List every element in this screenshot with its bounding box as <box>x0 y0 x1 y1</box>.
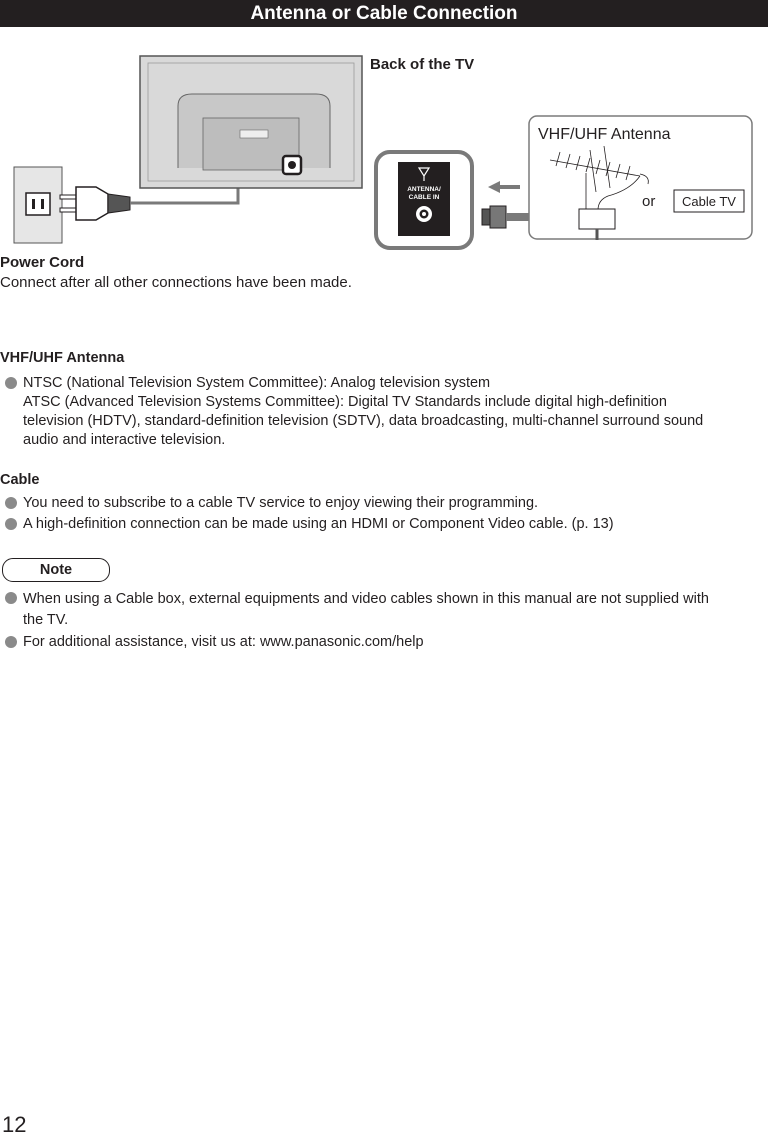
tv-back-icon <box>139 55 363 189</box>
cable-tv-label: Cable TV <box>682 194 736 209</box>
cable-item-text: You need to subscribe to a cable TV serv… <box>23 495 539 511</box>
antenna-section-title: VHF/UHF Antenna <box>0 350 125 366</box>
page-number: 12 <box>2 1112 27 1137</box>
note-item-line2: the TV. <box>23 612 69 628</box>
cable-section-title: Cable <box>0 472 40 488</box>
antenna-port-callout <box>374 150 474 250</box>
bullet-icon <box>5 592 17 604</box>
list-item: NTSC (National Television System Committ… <box>5 374 765 452</box>
arrow-left-icon <box>488 181 520 193</box>
note-label: Note <box>39 562 73 578</box>
coax-connector-icon <box>481 205 534 229</box>
cable-tv-box <box>673 189 745 213</box>
power-cord-text: Connect after all other connections have… <box>0 274 352 291</box>
antenna-item-line4: audio and interactive television. <box>23 432 226 448</box>
converter-box <box>578 208 616 230</box>
bullet-icon <box>5 636 17 648</box>
or-label: or <box>642 193 655 210</box>
bullet-icon <box>5 497 17 509</box>
list-item: When using a Cable box, external equipme… <box>5 589 765 633</box>
bullet-icon <box>5 377 17 389</box>
antenna-item-line1: NTSC (National Television System Committ… <box>23 375 491 391</box>
connection-diagram: ANTENNA/ CABLE IN Back of the TV VHF/UHF… <box>13 55 753 250</box>
port-label-line2: CABLE IN <box>409 194 440 201</box>
wall-outlet-icon <box>13 166 63 244</box>
port-label-line1: ANTENNA/ <box>407 186 441 193</box>
cable-item-text: A high-definition connection can be made… <box>23 516 614 532</box>
bullet-icon <box>5 518 17 530</box>
note-item-text: For additional assistance, visit us at: … <box>23 634 424 650</box>
list-item: You need to subscribe to a cable TV serv… <box>5 494 765 514</box>
list-item: A high-definition connection can be made… <box>5 515 765 535</box>
antenna-item-line2: ATSC (Advanced Television Systems Commit… <box>23 394 667 410</box>
page-header: Antenna or Cable Connection <box>0 0 768 27</box>
antenna-icon <box>549 145 649 211</box>
back-of-tv-label: Back of the TV <box>370 56 474 73</box>
list-item: For additional assistance, visit us at: … <box>5 633 765 653</box>
antenna-box-title: VHF/UHF Antenna <box>538 126 671 143</box>
note-badge: Note <box>2 558 110 582</box>
power-cord-title: Power Cord <box>0 254 85 271</box>
page-title: Antenna or Cable Connection <box>250 3 518 24</box>
note-item-line1: When using a Cable box, external equipme… <box>23 591 709 607</box>
antenna-item-line3: television (HDTV), standard-definition t… <box>23 413 704 429</box>
power-plug-icon <box>59 186 131 221</box>
